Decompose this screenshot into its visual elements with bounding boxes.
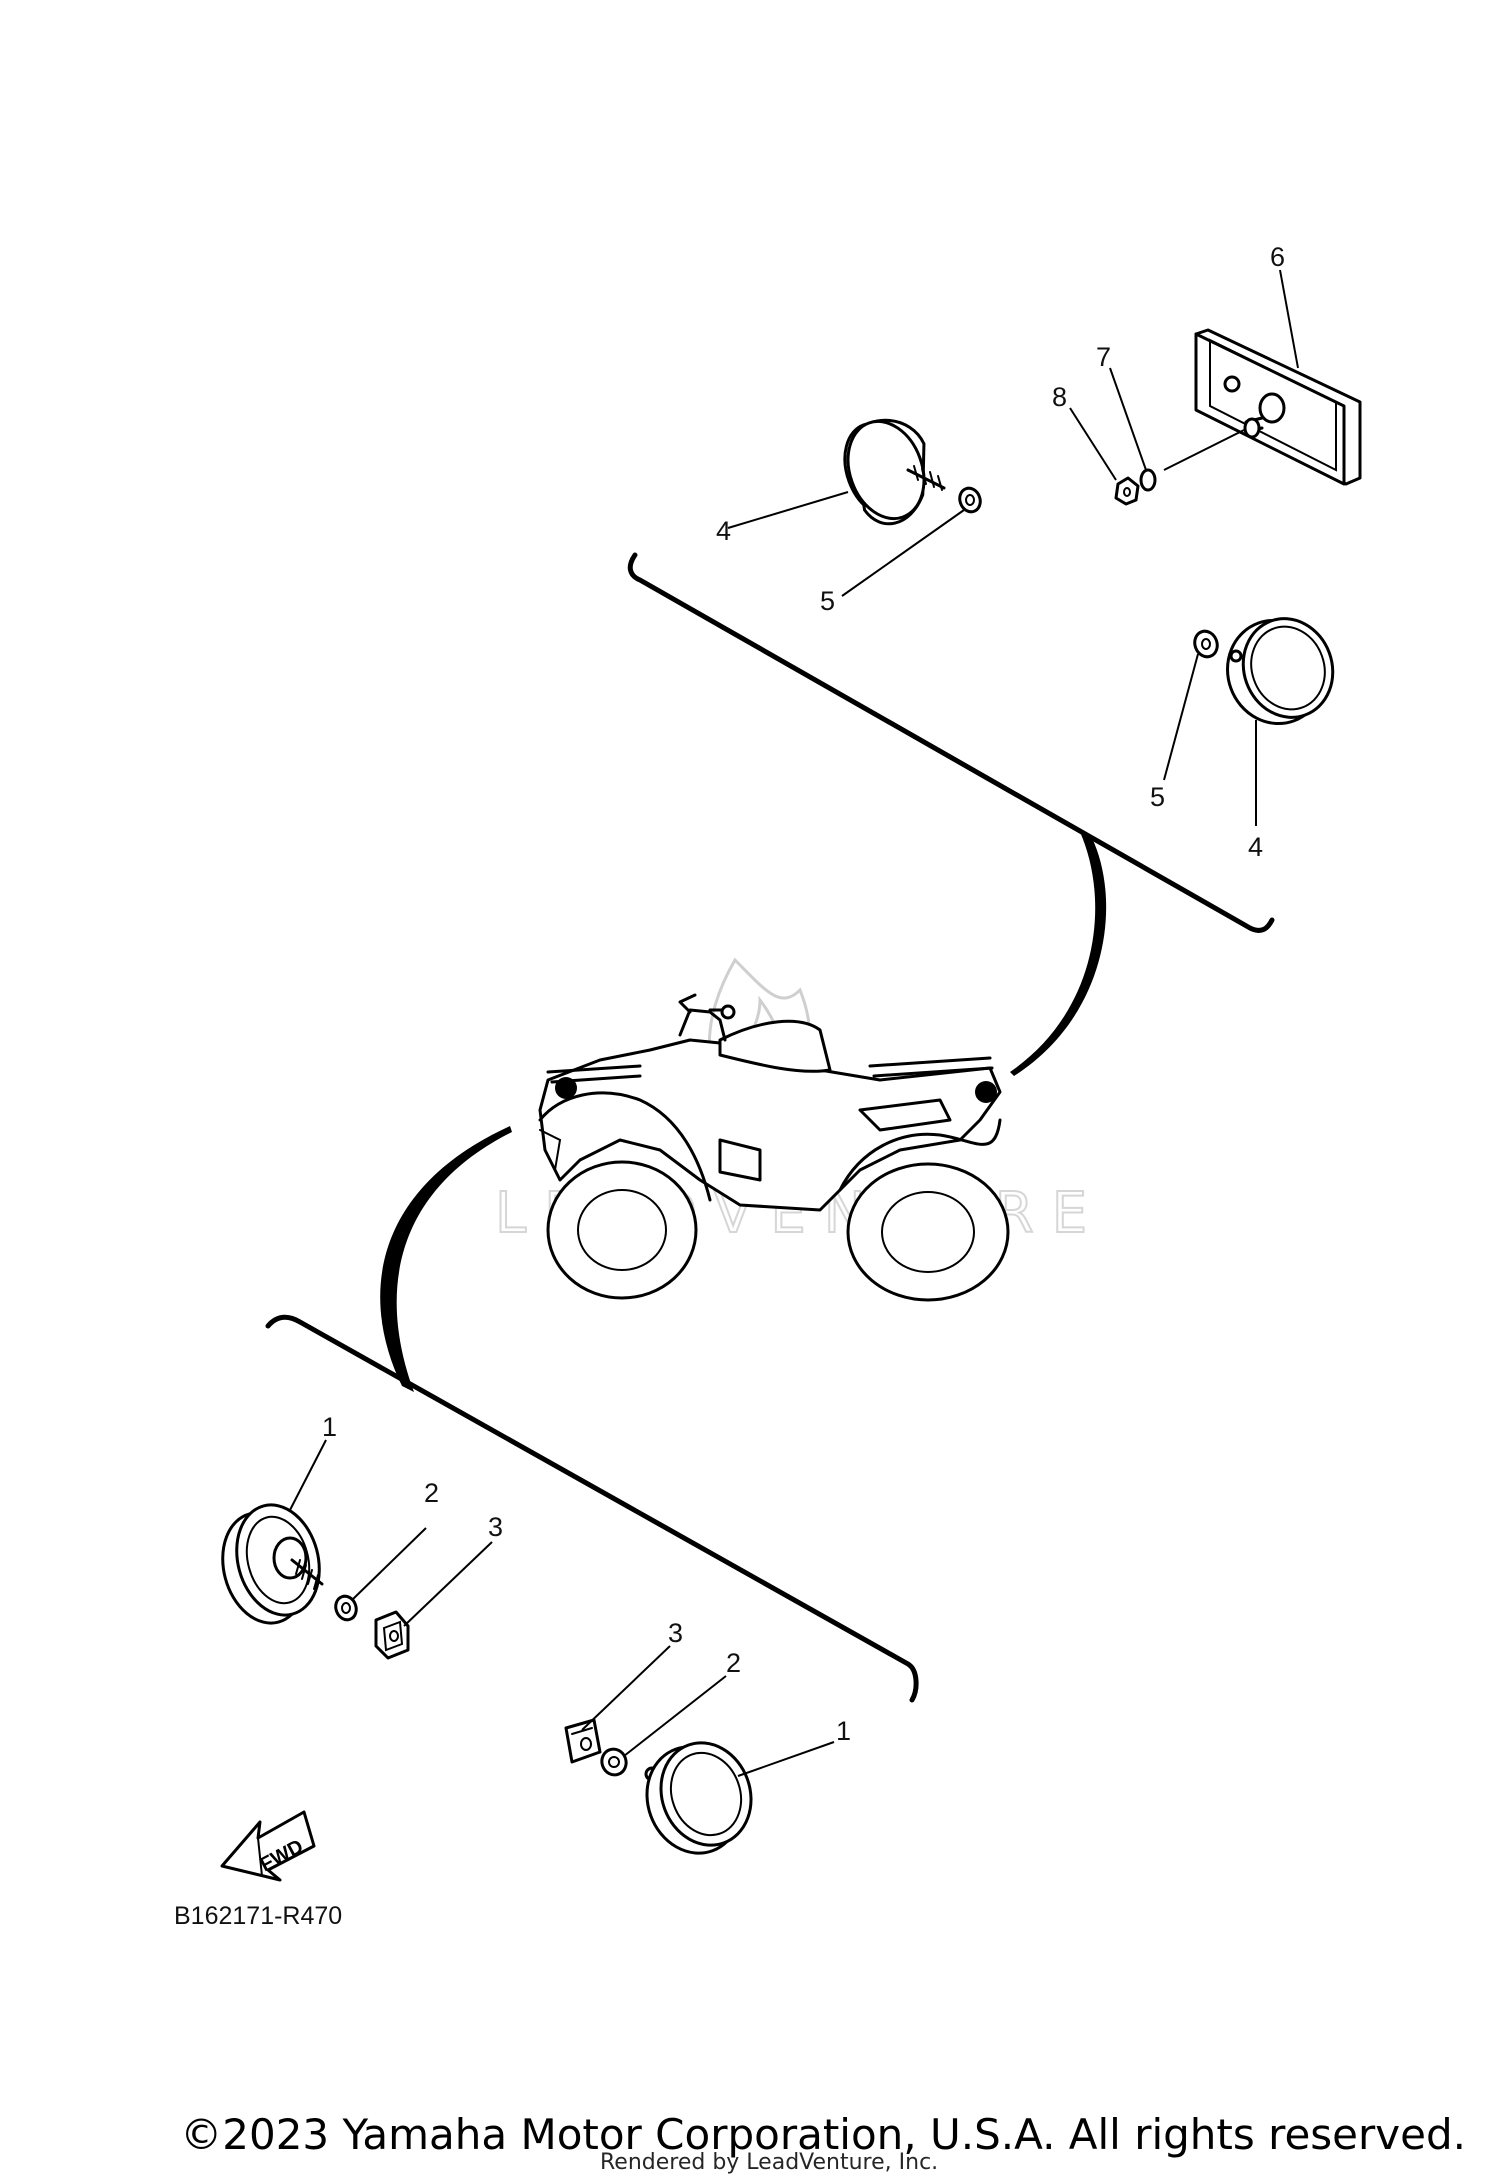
callout-bot-1a: 1 [322,1412,337,1442]
front-washer-left [334,1594,358,1622]
hex-nut [1114,476,1140,506]
callout-top-4a: 4 [716,516,731,546]
rear-group-bracket [627,552,1275,1076]
rear-reflector-left [843,418,946,526]
diagram-reference-code: B162171-R470 [174,1902,342,1930]
atv-front-wheel [546,1160,698,1300]
atv-rear-wheel [846,1162,1010,1302]
rendered-by-notice: Rendered by LeadVenture, Inc. [600,2150,939,2175]
callout-top-6: 6 [1270,242,1285,272]
lower-leaders [289,1439,835,1777]
rear-reflector-location-dot [975,1081,997,1103]
rear-reflector-right [1226,617,1335,726]
callout-bot-2a: 2 [424,1478,439,1508]
callout-top-8: 8 [1052,382,1067,412]
front-reflector-location-dot [555,1077,577,1099]
callout-top-5b: 5 [1150,782,1165,812]
front-clip-nut-left [374,1610,410,1660]
callout-bot-3a: 3 [488,1512,503,1542]
callout-bot-1b: 1 [836,1716,851,1746]
callout-top-4b: 4 [1248,832,1263,862]
rear-washer-right [1193,629,1219,659]
atv-illustration [538,993,1010,1302]
callout-top-5a: 5 [820,586,835,616]
front-clip-nut-right [564,1718,602,1764]
front-reflector-right [644,1741,753,1855]
rear-washer-left [958,486,982,514]
license-light-assembly [1194,328,1362,486]
callout-top-7: 7 [1096,342,1111,372]
copyright-notice: ©2023 Yamaha Motor Corporation, U.S.A. A… [180,2110,1466,2159]
fwd-arrow-icon: FWD [220,1810,316,1882]
front-washer-right [600,1747,628,1777]
callout-bot-3b: 3 [668,1618,683,1648]
front-reflector-left [221,1503,324,1625]
upper-leaders [727,269,1299,826]
callout-bot-2b: 2 [726,1648,741,1678]
front-group-bracket [265,1126,919,1703]
lock-washer [1139,468,1157,492]
